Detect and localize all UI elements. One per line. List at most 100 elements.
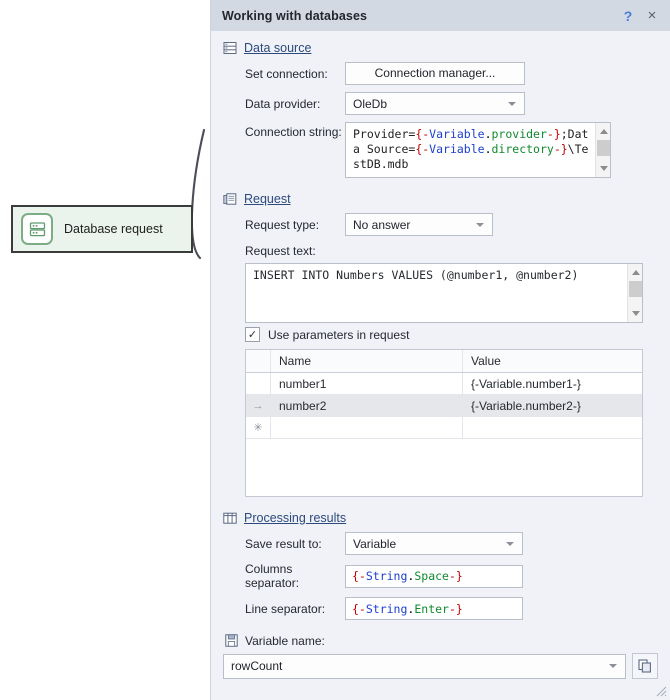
code-token: . [484,127,492,141]
code-token: {- [352,569,366,583]
use-parameters-checkbox[interactable]: ✓ [245,327,260,342]
working-with-databases-dialog: Working with databases ? × Data source S… [210,0,670,700]
connection-string-label: Connection string: [245,125,342,139]
use-parameters-label: Use parameters in request [268,327,410,342]
request-document-icon [223,192,237,206]
chevron-down-icon [508,101,516,106]
section-processing-results-header: Processing results [223,511,658,525]
row-marker-icon: → [246,395,271,416]
node-database-request[interactable]: Database request [11,205,193,253]
code-token: . [407,569,415,583]
cell-name[interactable]: number2 [271,395,463,416]
dialog-body: Data source Set connection: Connection m… [211,31,670,700]
line-separator-input[interactable]: {-String.Enter-} [345,597,523,620]
code-token: . [407,601,415,616]
request-text-scrollbar[interactable] [627,264,642,322]
save-result-label: Save result to: [245,536,322,551]
scrollbar-thumb[interactable] [597,140,610,156]
save-disk-icon [225,634,239,648]
code-token: . [484,142,492,156]
code-token: String [365,601,408,616]
data-provider-label: Data provider: [245,96,321,111]
table-row[interactable]: ✳ [246,417,642,439]
connection-string-scrollbar[interactable] [595,123,610,177]
chevron-down-icon [609,664,617,668]
section-data-source-header: Data source [223,41,658,55]
line-separator-label: Line separator: [245,601,326,616]
row-set-connection: Set connection: Connection manager... [223,62,658,85]
request-text-textarea[interactable]: INSERT INTO Numbers VALUES (@number1, @n… [245,263,643,323]
code-token: {- [352,601,366,616]
code-token: {- [415,142,430,156]
parameters-table[interactable]: Name Value number1 {-Variable.number1-} →num… [245,349,643,497]
resize-grip[interactable] [654,684,667,697]
code-token: Variable [429,127,485,141]
table-gutter-cell [246,350,271,372]
request-text-label: Request text: [245,244,316,258]
chevron-down-icon [476,222,484,227]
variable-name-header: Variable name: [225,634,658,648]
row-data-provider: Data provider: OleDb [223,92,658,115]
code-token: -} [448,601,463,616]
cell-value[interactable]: {-Variable.number1-} [471,376,581,391]
code-token: String [365,569,408,583]
use-parameters-checkbox-row[interactable]: ✓ Use parameters in request [245,327,658,342]
data-provider-value: OleDb [353,96,388,111]
connection-manager-button[interactable]: Connection manager... [345,62,525,85]
database-server-icon [21,213,53,245]
copy-duplicate-icon[interactable] [632,653,658,679]
table-row[interactable]: →number2 {-Variable.number2-} [246,395,642,417]
close-icon[interactable]: × [647,7,657,24]
flow-canvas: Database request [0,0,210,700]
scroll-down-icon[interactable] [628,306,642,321]
node-label: Database request [64,222,163,236]
code-token: {- [415,127,430,141]
section-title-request: Request [244,192,291,206]
table-row[interactable]: number1 {-Variable.number1-} [246,373,642,395]
cell-value[interactable] [463,417,642,438]
code-token: -} [448,569,463,583]
row-save-result-to: Save result to: Variable [223,532,658,555]
data-provider-select[interactable]: OleDb [345,92,525,115]
scroll-up-icon[interactable] [596,124,610,139]
code-token: Space [414,569,449,583]
dialog-titlebar: Working with databases ? × [211,0,670,31]
request-text-value: INSERT INTO Numbers VALUES (@number1, @n… [253,268,579,282]
code-token: directory [491,142,554,156]
connection-string-textarea[interactable]: Provider={-Variable.provider-};Data Sour… [345,122,611,178]
request-type-value: No answer [353,217,411,232]
cell-name[interactable]: number1 [271,373,463,394]
code-token: -} [553,142,568,156]
row-marker-icon [246,373,271,394]
table-header-row: Name Value [246,350,642,373]
dialog-title: Working with databases [222,8,368,23]
data-source-icon [223,41,237,55]
columns-separator-input[interactable]: {-String.Space-} [345,564,523,588]
help-icon[interactable]: ? [623,7,633,24]
connection-string-value: Provider={-Variable.provider-};Data Sour… [346,123,610,176]
row-request-type: Request type: No answer [223,213,658,236]
table-grid-icon [223,511,237,525]
request-type-select[interactable]: No answer [345,213,493,236]
code-token: Provider= [353,127,416,141]
scroll-down-icon[interactable] [596,161,610,176]
cell-value[interactable]: {-Variable.number2-} [471,398,581,413]
variable-name-select[interactable]: rowCount [223,653,626,679]
code-token: Variable [429,142,485,156]
code-token: -} [546,127,561,141]
row-columns-separator: Columns separator: {-String.Space-} [223,562,658,590]
scrollbar-thumb[interactable] [629,281,642,297]
section-request-header: Request [223,192,658,206]
section-title-processing-results: Processing results [244,511,347,525]
cell-name[interactable] [271,417,463,438]
set-connection-label: Set connection: [245,66,328,81]
variable-name-value: rowCount [231,659,283,673]
chevron-down-icon [506,541,514,546]
save-result-select[interactable]: Variable [345,532,523,555]
row-line-separator: Line separator: {-String.Enter-} [223,597,658,620]
column-header-name: Name [271,350,463,372]
row-connection-string: Connection string: Provider={-Variable.p… [223,122,658,178]
column-header-value: Value [471,354,501,368]
scroll-up-icon[interactable] [628,265,642,280]
columns-separator-label: Columns separator: [245,562,300,590]
